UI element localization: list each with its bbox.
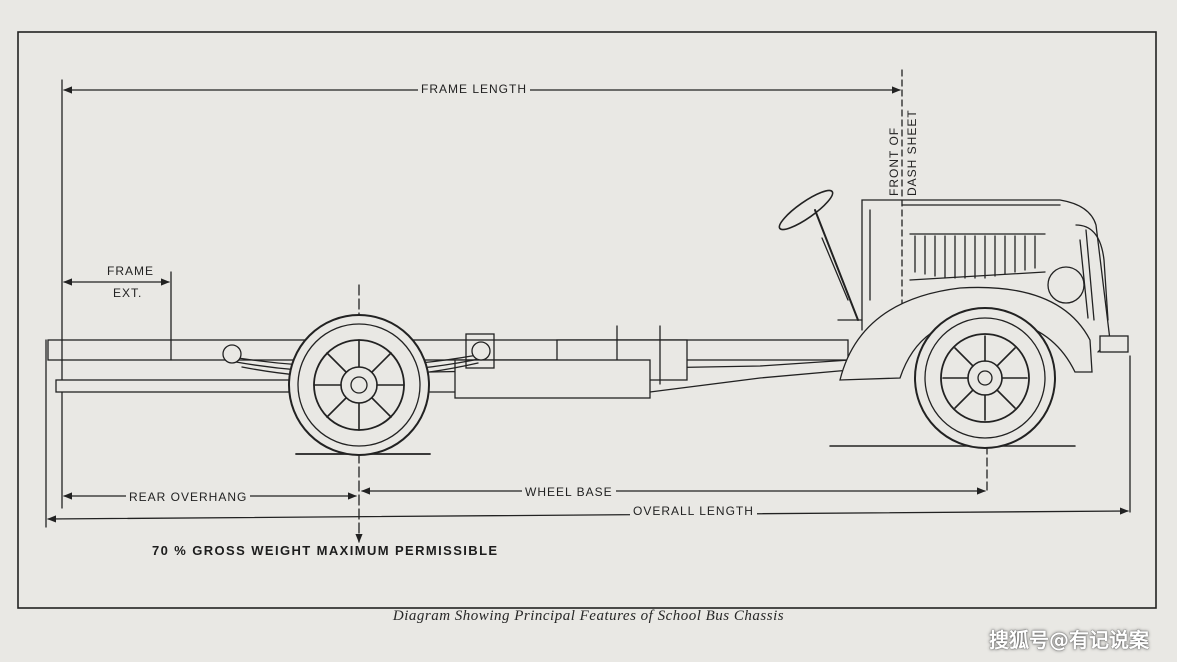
steering-wheel (778, 189, 834, 231)
overall-length-dimension (47, 507, 1129, 523)
gross-weight-note: 70 % GROSS WEIGHT MAXIMUM PERMISSIBLE (152, 543, 499, 558)
spring-shackle-rear (222, 344, 242, 364)
frame-ext-label-line1: FRAME (104, 264, 157, 278)
frame-rail-lower (55, 379, 297, 393)
frame-bracket (454, 359, 651, 399)
frame-ext-label-line2: EXT. (110, 286, 146, 300)
rear-overhang-label: REAR OVERHANG (126, 490, 251, 504)
spring-shackle-front (471, 341, 491, 361)
hood-louvers (909, 233, 1046, 281)
diagram-border (17, 31, 1157, 609)
wheel-base-label: WHEEL BASE (522, 485, 616, 499)
front-bumper (1099, 335, 1129, 353)
rear-tire (288, 314, 430, 456)
radiator-grille (1075, 224, 1109, 321)
front-wheel-spokes (942, 335, 1028, 421)
overall-length-label: OVERALL LENGTH (630, 504, 757, 518)
front-tire (914, 307, 1056, 449)
frame-length-label: FRAME LENGTH (418, 82, 531, 96)
headlamp (1047, 266, 1085, 304)
engine-hood (861, 199, 1111, 353)
front-of-dash-label-line1: FRONT OF (887, 126, 901, 196)
front-of-dash-label-line2: DASH SHEET (905, 109, 919, 196)
diagram-caption: Diagram Showing Principal Features of Sc… (392, 608, 785, 624)
rear-wheel-spokes (313, 339, 405, 431)
watermark-text: 搜狐号@有记说案 (989, 628, 1149, 652)
frame-rail-upper (47, 339, 849, 361)
steering-column (814, 209, 859, 321)
